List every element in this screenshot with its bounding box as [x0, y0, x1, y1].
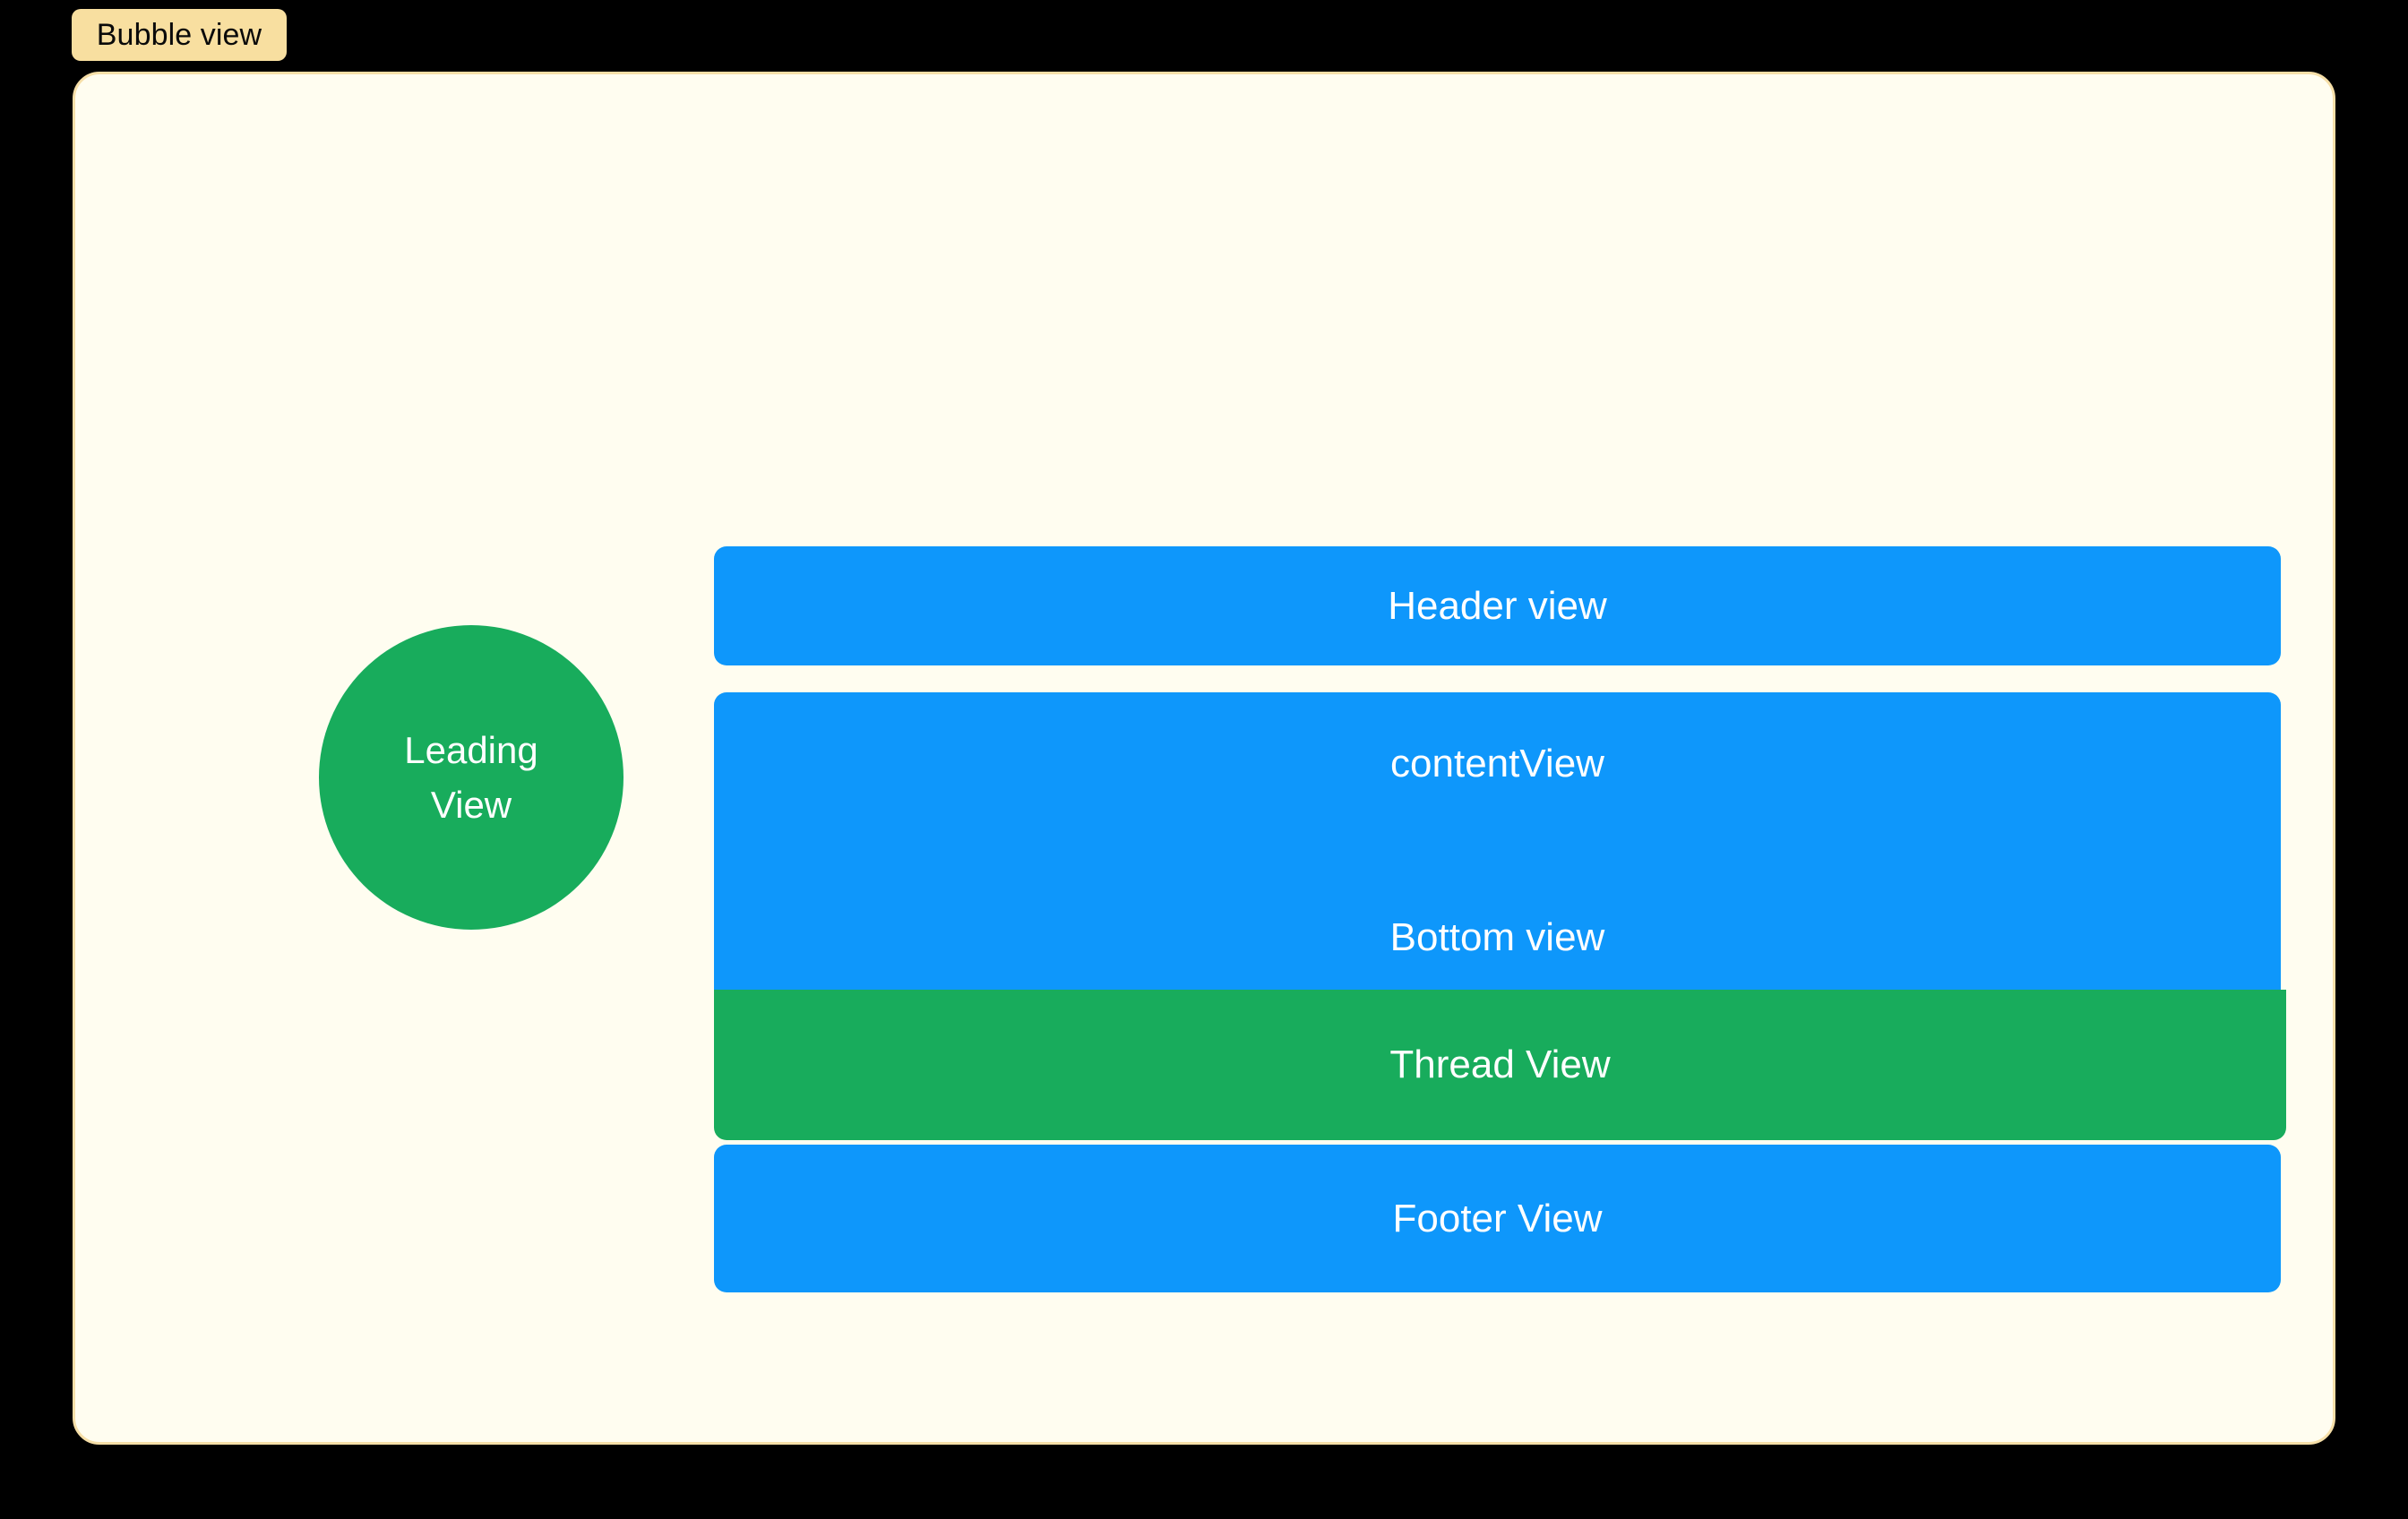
bubble-view-container: Leading View Header view contentView Bot… [73, 72, 2335, 1445]
footer-view-bar: Footer View [714, 1145, 2281, 1292]
bottom-view-label: Bottom view [1389, 915, 1605, 959]
bubble-view-badge-label: Bubble view [96, 17, 262, 52]
content-view-label: contentView [1390, 742, 1604, 785]
header-view-bar: Header view [714, 546, 2281, 665]
thread-view-bar: Thread View [714, 990, 2286, 1140]
footer-view-label: Footer View [1392, 1196, 1603, 1240]
header-view-label: Header view [1388, 583, 1607, 628]
leading-view-label-line1: Leading [404, 728, 538, 771]
leading-view-circle: Leading View [319, 625, 624, 930]
content-view-bar: contentView Bottom view [714, 692, 2281, 990]
leading-view-label-line2: View [430, 784, 512, 826]
thread-view-label: Thread View [1389, 1043, 1611, 1086]
bubble-view-badge: Bubble view [72, 9, 287, 61]
